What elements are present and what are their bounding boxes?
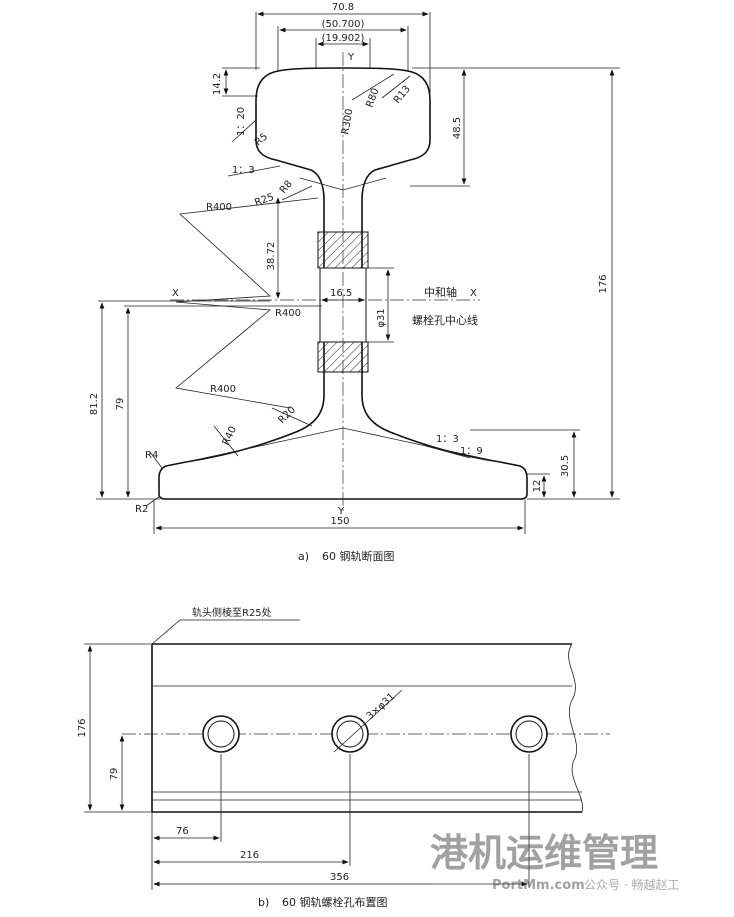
label-y-axis-bottom: Y — [337, 506, 345, 517]
label-r400-a: R400 — [206, 202, 232, 213]
left-radius-leaders: R400 R25 R8 R400 R400 R20 R40 R4 R2 — [135, 179, 319, 515]
label-r80: R80 — [364, 87, 381, 109]
dim-b-hole-height: 79 — [109, 768, 120, 781]
label-note: 轨头侧棱至R25处 — [192, 606, 272, 619]
dim-b-height: 176 — [77, 718, 88, 737]
break-line — [568, 643, 583, 813]
caption-a-letter: a) — [298, 550, 309, 563]
label-r13: R13 — [392, 84, 413, 106]
dim-base-width-value: 150 — [330, 516, 349, 527]
dim-base-thickness: 12 — [532, 480, 543, 493]
right-dimensions: 48.5 176 30.5 12 — [410, 67, 620, 500]
watermark-channel: 公众号 · 畅越赵工 — [584, 878, 679, 892]
label-r400-c: R400 — [210, 384, 236, 395]
dim-top-width: 70.8 — [332, 2, 354, 13]
rail-profile-right — [342, 67, 528, 500]
dim-base-width: 150 Y — [153, 500, 526, 534]
label-slope-1-9: 1：9 — [460, 446, 483, 457]
caption-b-text: 60 钢轨螺栓孔布置图 — [282, 895, 388, 909]
bolt-hole-1-inner — [207, 720, 235, 748]
dim-crown-width: (19.902) — [322, 33, 365, 44]
label-hole-spec: 3×φ31 — [365, 691, 398, 722]
dim-base-edge: 30.5 — [560, 455, 571, 477]
watermark-title: 港机运维管理 — [430, 831, 658, 875]
dim-hole-center-height: 79 — [115, 398, 126, 411]
dim-head-slope-value: 14.2 — [212, 73, 223, 95]
label-r4: R4 — [145, 450, 158, 461]
bolt-hole-2-inner — [336, 720, 364, 748]
dim-head-slope: 14.2 — [212, 67, 260, 97]
dim-b-dist-2: 216 — [240, 850, 259, 861]
label-bolt-hole-line: 螺栓孔中心线 — [412, 313, 478, 327]
label-neutral-axis: 中和轴 — [424, 285, 457, 299]
left-dimensions: 81.2 79 — [89, 302, 160, 500]
bolt-hole-3-inner — [515, 720, 543, 748]
dim-web-upper: 38.72 — [266, 242, 277, 271]
label-r400-b: R400 — [275, 308, 301, 319]
label-r300: R300 — [340, 108, 355, 136]
label-y-axis: Y — [347, 52, 355, 63]
label-r25: R25 — [253, 192, 275, 209]
dim-total-height: 176 — [598, 274, 609, 293]
top-dimensions: 70.8 (50.700) (19.902) Y — [255, 2, 431, 100]
dim-inner-width: (50.700) — [322, 19, 365, 30]
dim-head-height: 48.5 — [452, 117, 463, 139]
label-r8: R8 — [278, 179, 295, 196]
label-x-right: X — [470, 288, 477, 299]
label-x-left: X — [172, 288, 179, 299]
watermark: 港机运维管理 PortMm.com 公众号 · 畅越赵工 — [430, 831, 679, 893]
dim-hole-dia: φ31 — [376, 308, 387, 327]
dim-web-thick: 16.5 — [330, 288, 352, 299]
rail-cross-section — [98, 52, 528, 512]
label-r40: R40 — [221, 425, 239, 447]
web-dimensions: 38.72 16.5 φ31 中和轴 螺栓孔中心线 — [266, 197, 478, 343]
rail-profile-left — [158, 67, 344, 500]
watermark-site: PortMm.com — [492, 878, 585, 893]
bolt-holes: 3×φ31 — [202, 689, 548, 888]
dim-neutral-height: 81.2 — [89, 393, 100, 415]
label-r2: R2 — [135, 504, 148, 515]
dim-b-dist-1: 76 — [176, 826, 189, 837]
caption-a-text: 60 钢轨断面图 — [322, 549, 395, 563]
label-slope-1-3-lower: 1：3 — [436, 434, 459, 445]
label-slope-1-20: 1：20 — [236, 107, 247, 136]
label-slope-1-3-upper: 1：3 — [232, 165, 255, 176]
dim-b-dist-3: 356 — [330, 872, 349, 883]
caption-b-letter: b) — [258, 896, 269, 909]
